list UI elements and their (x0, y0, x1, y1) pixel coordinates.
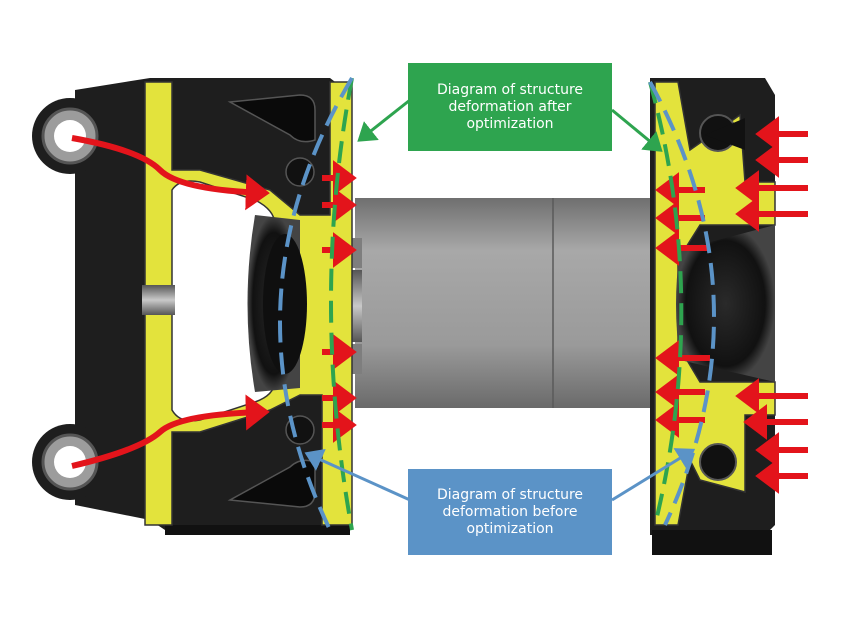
after-label-line-1: Diagram of structure (436, 81, 584, 98)
force-arrow (71, 394, 270, 469)
force-arrow (71, 135, 270, 211)
before-label-line-3: optimization (466, 520, 554, 537)
label-pointers (304, 98, 696, 502)
left-structure (32, 78, 353, 535)
before-label-line-2: deformation before (442, 503, 578, 520)
after-optimization-label: Diagram of structure deformation after o… (408, 63, 612, 151)
after-label-line-2: deformation after (448, 98, 572, 115)
after-deformation-curve-right (648, 81, 684, 526)
after-label-line-3: optimization (466, 115, 554, 132)
center-shaft (300, 198, 680, 408)
after-pointer-right (611, 108, 663, 152)
before-optimization-label: Diagram of structure deformation before … (408, 469, 612, 555)
before-label-line-1: Diagram of structure (436, 486, 584, 503)
before-deformation-curve-left (278, 76, 354, 531)
before-pointer-right (611, 448, 696, 502)
after-deformation-curve-left (329, 77, 354, 531)
before-pointer-left (304, 448, 411, 502)
after-pointer-left (357, 98, 411, 142)
